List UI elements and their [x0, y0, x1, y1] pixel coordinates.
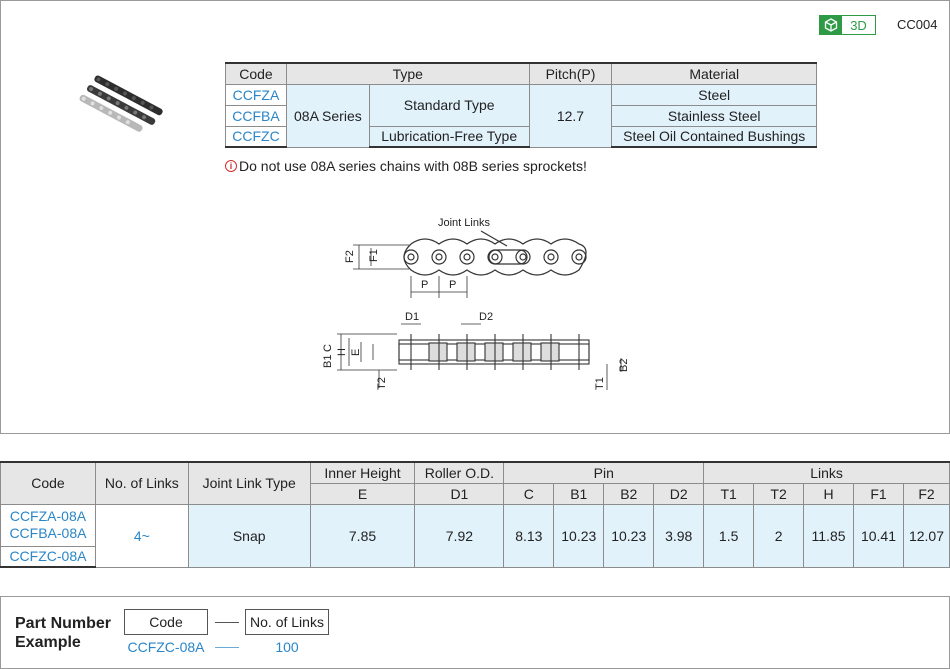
dimension-table: Code No. of Links Joint Link Type Inner … — [0, 461, 950, 568]
type-lubrication-free: Lubrication-Free Type — [368, 125, 530, 148]
code-link-ccfza-08a[interactable]: CCFZA-08A — [9, 508, 87, 524]
code-link-ccfzc-08a[interactable]: CCFZC-08A — [0, 545, 96, 568]
chain-product-image — [79, 75, 163, 132]
header-pitch: Pitch(P) — [528, 62, 613, 85]
label-p-1: P — [421, 279, 428, 291]
pn-separator-line — [215, 622, 239, 623]
dim-header-c: C — [503, 482, 555, 505]
label-f1: F1 — [368, 249, 380, 262]
dim-header-links-group: Links — [703, 461, 950, 484]
label-b1: B1 — [322, 355, 334, 368]
series-cell: 08A Series — [285, 83, 370, 148]
code-link-ccfzc[interactable]: CCFZC — [225, 125, 287, 148]
label-f2: F2 — [344, 250, 356, 263]
label-p-2: P — [449, 279, 456, 291]
value-f2: 12.07 — [902, 503, 950, 568]
material-bushings: Steel Oil Contained Bushings — [611, 125, 817, 148]
product-panel: 3D CC004 Code Type Pitch(P) Material CCF… — [0, 0, 950, 434]
dim-header-b1: B1 — [553, 482, 605, 505]
dim-header-d2: D2 — [653, 482, 705, 505]
label-t2: T2 — [376, 377, 388, 390]
page-code: CC004 — [897, 17, 938, 32]
part-number-example: Part Number Example Code No. of Links CC… — [0, 596, 950, 669]
dim-header-f2: F2 — [902, 482, 950, 505]
label-h: H — [336, 348, 348, 356]
links-value[interactable]: 4~ — [94, 503, 189, 568]
part-number-title-line1: Part Number — [15, 615, 112, 632]
value-t2: 2 — [753, 503, 805, 568]
value-d2: 3.98 — [653, 503, 705, 568]
warning-text: Do not use 08A series chains with 08B se… — [239, 158, 587, 174]
dim-header-b2: B2 — [603, 482, 655, 505]
dim-code-cell: CCFZA-08A CCFBA-08A — [0, 503, 96, 547]
dim-header-d1: D1 — [414, 482, 505, 505]
header-material: Material — [611, 62, 817, 85]
dim-header-links: No. of Links — [94, 461, 189, 505]
material-stainless: Stainless Steel — [611, 104, 817, 127]
dim-header-t1: T1 — [703, 482, 755, 505]
3d-model-button[interactable]: 3D — [819, 15, 876, 35]
label-e: E — [350, 349, 362, 356]
type-standard: Standard Type — [368, 83, 530, 127]
pitch-value: 12.7 — [528, 83, 613, 148]
dim-header-t2: T2 — [753, 482, 805, 505]
dim-header-f1: F1 — [853, 482, 904, 505]
dim-header-h: H — [803, 482, 854, 505]
3d-label: 3D — [850, 17, 867, 33]
pn-code-value: CCFZC-08A — [127, 639, 205, 655]
material-steel: Steel — [611, 83, 817, 106]
joint-type-value: Snap — [187, 503, 311, 568]
label-b2: B2 — [618, 359, 630, 372]
info-warning-icon: i — [225, 160, 237, 172]
joint-links-label: Joint Links — [438, 217, 490, 229]
value-h: 11.85 — [803, 503, 854, 568]
value-b2: 10.23 — [603, 503, 655, 568]
value-t1: 1.5 — [703, 503, 755, 568]
pn-code-box: Code — [124, 609, 208, 635]
dim-header-pin: Pin — [503, 461, 705, 484]
value-d1: 7.92 — [414, 503, 505, 568]
header-type: Type — [285, 62, 530, 85]
warning-note: i Do not use 08A series chains with 08B … — [225, 158, 587, 174]
dim-header-code: Code — [0, 461, 96, 505]
pn-links-box: No. of Links — [245, 609, 329, 635]
value-e: 7.85 — [309, 503, 416, 568]
dim-header-inner-height: Inner Height — [309, 461, 416, 484]
cube-icon — [820, 16, 842, 34]
pn-value-separator — [215, 647, 239, 648]
code-link-ccfza[interactable]: CCFZA — [225, 83, 287, 106]
spec-table: Code Type Pitch(P) Material CCFZA 08A Se… — [225, 62, 817, 148]
dim-header-joint-type: Joint Link Type — [187, 461, 311, 505]
value-c: 8.13 — [503, 503, 555, 568]
label-d1: D1 — [405, 311, 419, 323]
dim-header-e: E — [309, 482, 416, 505]
dim-header-roller-od: Roller O.D. — [414, 461, 505, 484]
label-t1: T1 — [594, 377, 606, 390]
label-c: C — [322, 344, 334, 352]
label-d2: D2 — [479, 311, 493, 323]
value-b1: 10.23 — [553, 503, 605, 568]
pn-links-value: 100 — [275, 639, 299, 655]
part-number-title: Part Number Example — [15, 614, 111, 652]
header-code: Code — [225, 62, 287, 85]
part-number-title-line2: Example — [15, 634, 81, 651]
code-link-ccfba[interactable]: CCFBA — [225, 104, 287, 127]
value-f1: 10.41 — [853, 503, 904, 568]
code-link-ccfba-08a[interactable]: CCFBA-08A — [9, 525, 87, 541]
chain-dimension-diagram: Joint Links F2 F1 P P — [322, 217, 630, 390]
